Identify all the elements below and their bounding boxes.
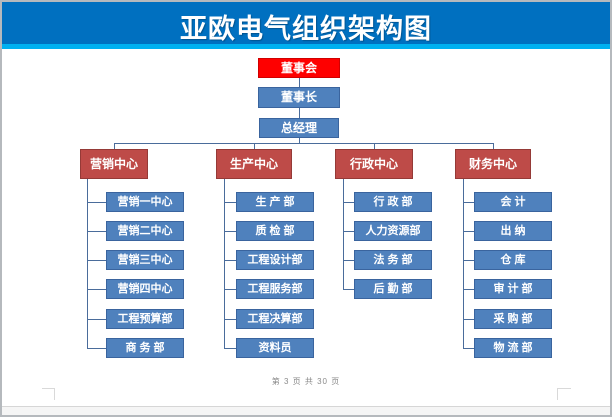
connector-line [254, 143, 255, 149]
crop-mark-left [54, 388, 55, 400]
connector-line [299, 108, 300, 118]
org-column-header-finance: 财务中心 [455, 149, 531, 179]
page-title: 亚欧电气组织架构图 [180, 14, 432, 44]
org-node: 人力资源部 [354, 221, 432, 241]
org-node-board: 董事会 [258, 58, 340, 78]
org-node: 行 政 部 [354, 192, 432, 212]
org-node: 质 检 部 [236, 221, 314, 241]
org-node: 资料员 [236, 338, 314, 358]
connector-stub [224, 202, 236, 203]
connector-trunk [224, 179, 225, 348]
connector-stub [463, 319, 474, 320]
connector-stub [343, 260, 354, 261]
org-node: 采 购 部 [474, 309, 552, 329]
org-node: 会 计 [474, 192, 552, 212]
connector-stub [87, 348, 106, 349]
crop-mark-left [42, 388, 55, 389]
org-column-header-marketing: 营销中心 [80, 149, 148, 179]
org-node: 生 产 部 [236, 192, 314, 212]
connector-trunk [87, 179, 88, 348]
connector-stub [87, 289, 106, 290]
connector-stub [87, 319, 106, 320]
connector-stub [343, 231, 354, 232]
connector-line [299, 78, 300, 87]
org-node: 工程决算部 [236, 309, 314, 329]
org-node: 工程服务部 [236, 279, 314, 299]
org-node: 营销四中心 [106, 279, 184, 299]
org-node: 工程设计部 [236, 250, 314, 270]
org-node: 出 纳 [474, 221, 552, 241]
org-node: 商 务 部 [106, 338, 184, 358]
connector-stub [463, 348, 474, 349]
page-number-indicator: 第 3 页 共 30 页 [271, 377, 341, 386]
connector-stub [224, 260, 236, 261]
org-node: 营销一中心 [106, 192, 184, 212]
org-column-header-admin: 行政中心 [335, 149, 413, 179]
connector-stub [87, 202, 106, 203]
connector-line [299, 138, 300, 143]
org-node-chairman: 董事长 [258, 87, 340, 108]
connector-stub [87, 260, 106, 261]
org-node: 后 勤 部 [354, 279, 432, 299]
connector-trunk [343, 179, 344, 289]
connector-line [374, 143, 375, 149]
connector-stub [343, 289, 354, 290]
connector-trunk [463, 179, 464, 348]
crop-mark-right [557, 388, 571, 389]
page-gap [2, 407, 610, 415]
org-node: 营销三中心 [106, 250, 184, 270]
connector-stub [87, 231, 106, 232]
org-node: 仓 库 [474, 250, 552, 270]
crop-mark-right [557, 388, 558, 400]
page-edge [2, 406, 610, 407]
org-node: 法 务 部 [354, 250, 432, 270]
org-node: 物 流 部 [474, 338, 552, 358]
connector-stub [463, 289, 474, 290]
connector-stub [463, 231, 474, 232]
org-node: 工程预算部 [106, 309, 184, 329]
connector-line [114, 143, 494, 144]
org-column-header-production: 生产中心 [216, 149, 292, 179]
connector-stub [224, 319, 236, 320]
title-banner: 亚欧电气组织架构图 [2, 2, 610, 44]
connector-line [114, 143, 115, 149]
banner-accent-stripe [2, 44, 610, 49]
connector-stub [343, 202, 354, 203]
connector-stub [224, 231, 236, 232]
connector-stub [463, 260, 474, 261]
org-node: 审 计 部 [474, 279, 552, 299]
org-node: 营销二中心 [106, 221, 184, 241]
connector-stub [463, 202, 474, 203]
connector-stub [224, 348, 236, 349]
org-node-general-manager: 总经理 [259, 118, 339, 138]
connector-stub [224, 289, 236, 290]
connector-line [493, 143, 494, 149]
